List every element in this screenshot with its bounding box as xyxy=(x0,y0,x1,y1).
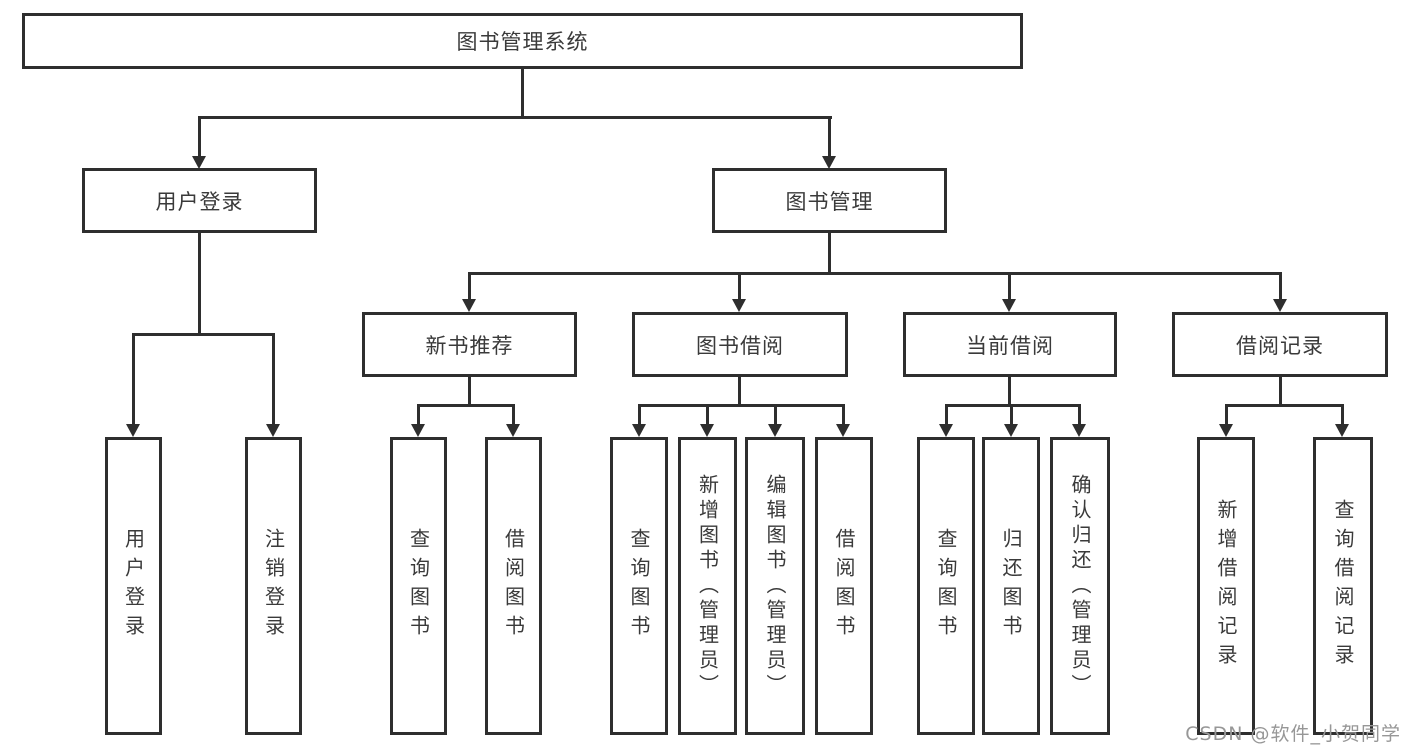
node-book-borrow-label: 图书借阅 xyxy=(696,333,784,358)
node-borrow-records: 借阅记录 xyxy=(1172,312,1388,377)
leaf-query-books-2-label: 查询图书 xyxy=(627,528,651,644)
leaf-query-books-2: 查询图书 xyxy=(610,437,668,735)
arrowhead-new-book xyxy=(462,299,476,312)
connector-drop-current-borrow xyxy=(1008,272,1011,300)
connector-book-borrow-stem xyxy=(738,377,741,407)
arrowhead-borrow-records xyxy=(1273,299,1287,312)
connector-new-book-stem xyxy=(468,377,471,407)
arrowhead-leaf-user-login xyxy=(126,424,140,437)
node-library-system: 图书管理系统 xyxy=(22,13,1023,69)
connector-drop-confirm-return xyxy=(1078,404,1081,425)
node-book-borrow: 图书借阅 xyxy=(632,312,848,377)
leaf-borrow-books-2-label: 借阅图书 xyxy=(832,528,856,644)
leaf-logout: 注销登录 xyxy=(245,437,302,735)
leaf-query-borrow-record-label: 查询借阅记录 xyxy=(1331,499,1355,673)
arrowhead-current-borrow xyxy=(1002,299,1016,312)
connector-root-bar xyxy=(198,116,832,119)
connector-user-login-bar xyxy=(132,333,275,336)
leaf-add-borrow-record: 新增借阅记录 xyxy=(1197,437,1255,735)
node-new-book-recommend: 新书推荐 xyxy=(362,312,577,377)
connector-drop-query-record xyxy=(1341,404,1344,425)
leaf-user-login: 用户登录 xyxy=(105,437,162,735)
leaf-query-books-1-label: 查询图书 xyxy=(406,528,431,644)
connector-drop-book-borrow xyxy=(738,272,741,300)
connector-drop-query-books-3 xyxy=(945,404,948,425)
arrowhead-book-borrow xyxy=(732,299,746,312)
leaf-query-books-3-label: 查询图书 xyxy=(934,528,958,644)
arrowhead-borrow-books-1 xyxy=(506,424,520,437)
arrowhead-add-book xyxy=(700,424,714,437)
leaf-confirm-return-admin: 确认归还（管理员） xyxy=(1050,437,1110,735)
connector-drop-leaf-user-login xyxy=(132,333,135,425)
connector-drop-borrow-records xyxy=(1279,272,1282,300)
arrowhead-return-book xyxy=(1004,424,1018,437)
connector-drop-query-books-1 xyxy=(417,404,420,425)
connector-book-management-stem xyxy=(828,233,831,275)
leaf-logout-label: 注销登录 xyxy=(261,528,286,644)
leaf-return-book: 归还图书 xyxy=(982,437,1040,735)
connector-drop-book-management xyxy=(828,116,831,158)
node-current-borrow-label: 当前借阅 xyxy=(966,333,1054,358)
leaf-borrow-books-2: 借阅图书 xyxy=(815,437,873,735)
node-new-book-recommend-label: 新书推荐 xyxy=(425,333,514,358)
node-user-login-label: 用户登录 xyxy=(155,189,244,214)
leaf-query-borrow-record: 查询借阅记录 xyxy=(1313,437,1373,735)
node-book-management-label: 图书管理 xyxy=(785,189,874,214)
arrowhead-borrow-books-2 xyxy=(836,424,850,437)
connector-drop-return-book xyxy=(1010,404,1013,425)
node-book-management: 图书管理 xyxy=(712,168,947,233)
leaf-borrow-books-1: 借阅图书 xyxy=(485,437,542,735)
connector-drop-borrow-books-2 xyxy=(842,404,845,425)
node-current-borrow: 当前借阅 xyxy=(903,312,1117,377)
connector-user-login-stem xyxy=(198,233,201,336)
connector-level3-bar xyxy=(468,272,1282,275)
leaf-edit-book-admin-label: 编辑图书（管理员） xyxy=(763,473,787,699)
connector-borrow-records-stem xyxy=(1279,377,1282,407)
arrowhead-confirm-return xyxy=(1072,424,1086,437)
arrowhead-query-books-2 xyxy=(632,424,646,437)
leaf-return-book-label: 归还图书 xyxy=(999,528,1023,644)
leaf-add-book-admin-label: 新增图书（管理员） xyxy=(695,473,720,699)
leaf-confirm-return-admin-label: 确认归还（管理员） xyxy=(1068,473,1092,699)
connector-drop-new-book xyxy=(468,272,471,300)
connector-drop-edit-book xyxy=(774,404,777,425)
node-user-login: 用户登录 xyxy=(82,168,317,233)
connector-drop-user-login xyxy=(198,116,201,158)
arrowhead-leaf-logout xyxy=(266,424,280,437)
arrowhead-query-books-1 xyxy=(411,424,425,437)
leaf-user-login-label: 用户登录 xyxy=(121,528,146,644)
arrowhead-edit-book xyxy=(768,424,782,437)
connector-drop-leaf-logout xyxy=(272,333,275,425)
leaf-add-book-admin: 新增图书（管理员） xyxy=(678,437,737,735)
arrowhead-query-books-3 xyxy=(939,424,953,437)
arrowhead-query-record xyxy=(1335,424,1349,437)
connector-drop-query-books-2 xyxy=(638,404,641,425)
arrowhead-book-management xyxy=(822,156,836,169)
connector-root-stem xyxy=(521,69,524,119)
csdn-watermark: CSDN @软件_小贺同学 xyxy=(1185,723,1401,745)
connector-new-book-bar xyxy=(417,404,515,407)
leaf-query-books-3: 查询图书 xyxy=(917,437,975,735)
arrowhead-user-login xyxy=(192,156,206,169)
connector-drop-add-book xyxy=(706,404,709,425)
arrowhead-add-record xyxy=(1219,424,1233,437)
connector-drop-add-record xyxy=(1225,404,1228,425)
node-library-system-label: 图书管理系统 xyxy=(456,30,589,54)
connector-drop-borrow-books-1 xyxy=(512,404,515,425)
leaf-query-books-1: 查询图书 xyxy=(390,437,447,735)
leaf-edit-book-admin: 编辑图书（管理员） xyxy=(745,437,805,735)
leaf-add-borrow-record-label: 新增借阅记录 xyxy=(1214,499,1238,673)
connector-current-borrow-stem xyxy=(1008,377,1011,407)
connector-borrow-records-bar xyxy=(1225,404,1344,407)
node-borrow-records-label: 借阅记录 xyxy=(1236,333,1324,358)
leaf-borrow-books-1-label: 借阅图书 xyxy=(501,528,526,644)
connector-current-borrow-bar xyxy=(945,404,1081,407)
connector-book-borrow-bar xyxy=(638,404,845,407)
